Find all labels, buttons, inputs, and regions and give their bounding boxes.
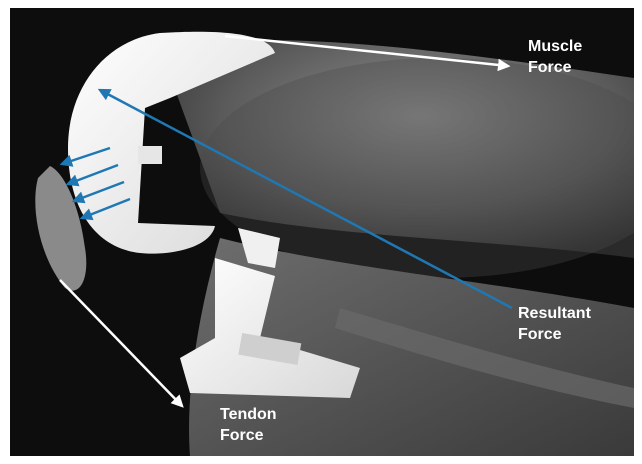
resultant-force-label: Resultant Force [518, 303, 591, 345]
muscle-force-label: Muscle Force [528, 36, 582, 78]
muscle-force-label-line1: Muscle [528, 36, 582, 57]
femoral-peg [138, 146, 162, 164]
tendon-force-label-line1: Tendon [220, 404, 277, 425]
tendon-force-arrow [60, 280, 182, 406]
tendon-force-label-line2: Force [220, 425, 277, 446]
resultant-force-label-line1: Resultant [518, 303, 591, 324]
tendon-force-label: Tendon Force [220, 404, 277, 446]
resultant-force-label-line2: Force [518, 324, 591, 345]
muscle-force-label-line2: Force [528, 57, 582, 78]
xray-image: Muscle Force Resultant Force Tendon Forc… [10, 8, 634, 456]
